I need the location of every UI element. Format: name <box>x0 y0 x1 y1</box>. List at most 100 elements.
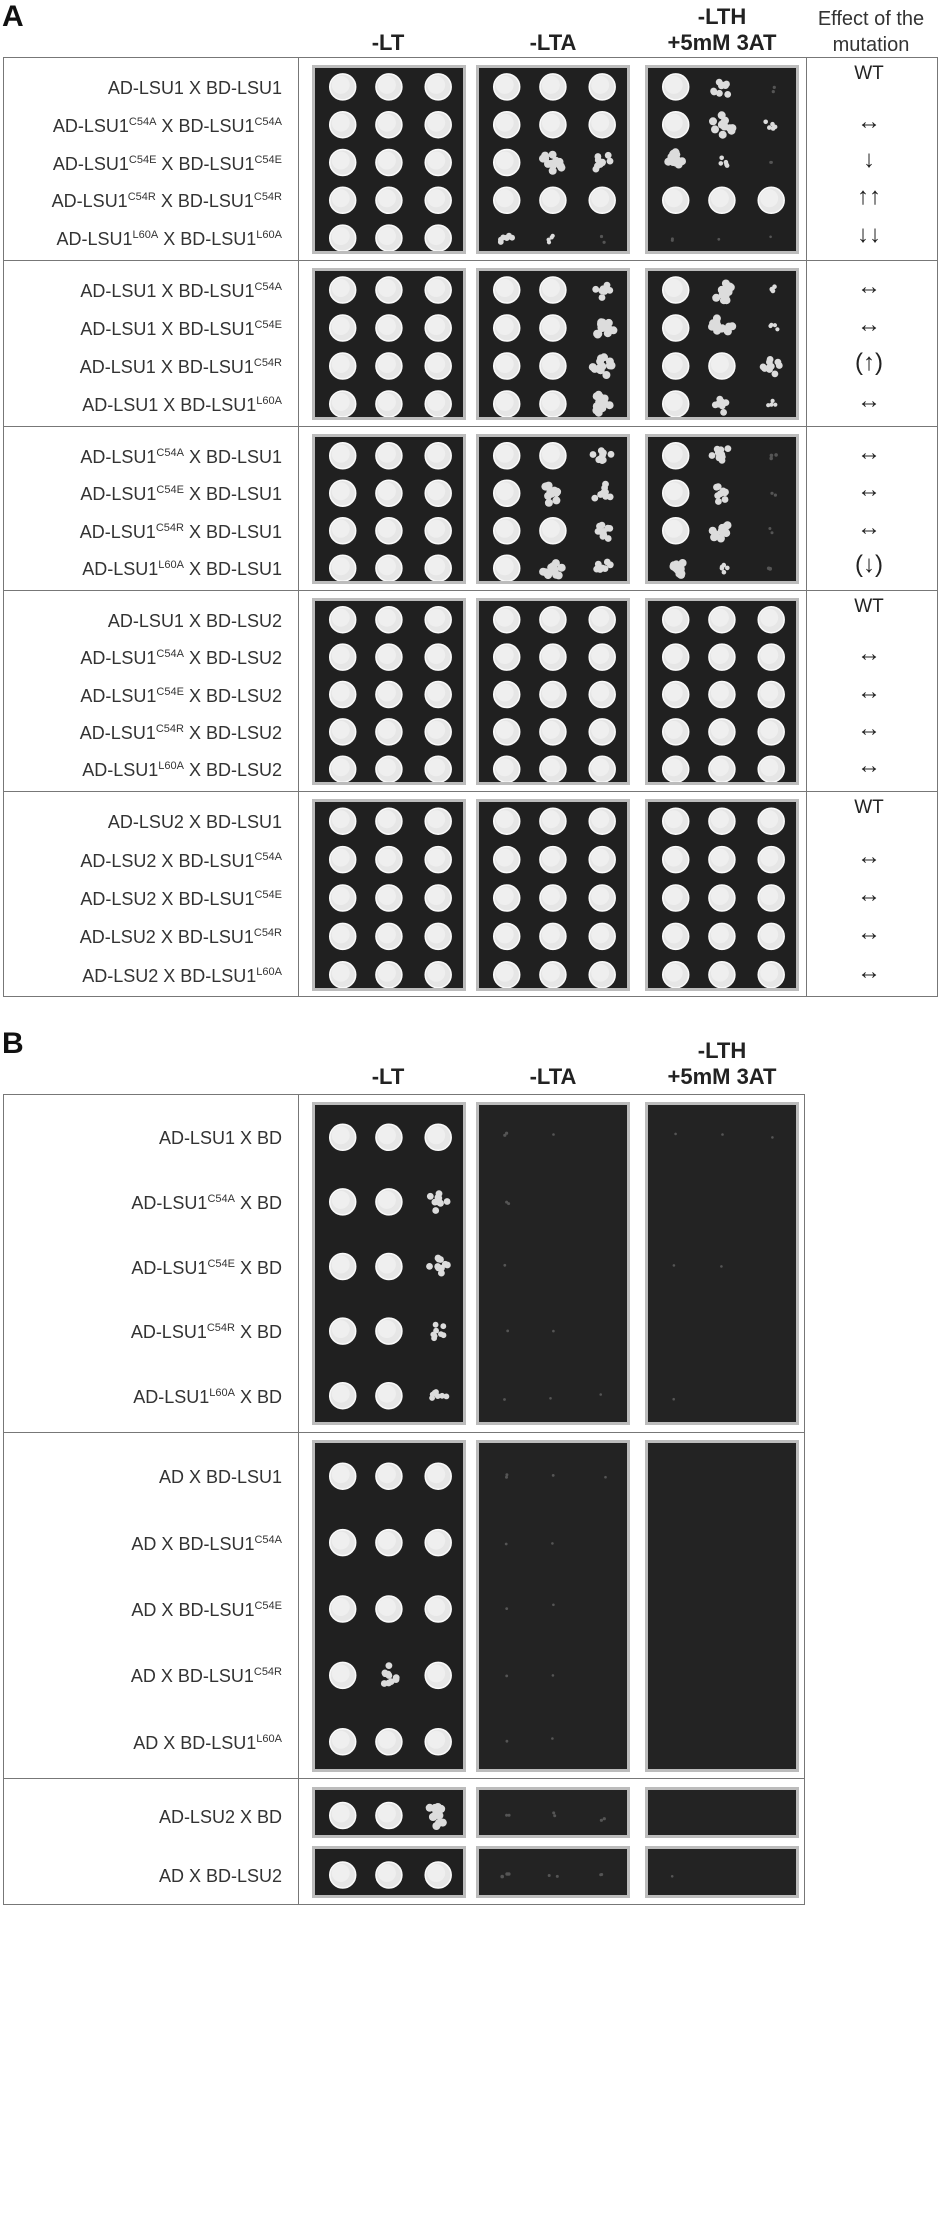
cross-symbol: X <box>158 1732 181 1753</box>
colony-spot <box>375 276 403 304</box>
colony-spot <box>708 884 736 912</box>
colony-spot <box>770 491 777 497</box>
strain-label: AD X BD-LSU2 <box>159 1862 282 1886</box>
colony-spot <box>492 554 521 581</box>
colony-spot <box>492 314 521 342</box>
colony-spot <box>604 1475 607 1479</box>
colony-spot <box>503 1131 509 1137</box>
colony-spot <box>492 517 521 545</box>
colony-spot <box>424 884 452 912</box>
strain-label: AD-LSU1C54A X BD-LSU1 <box>80 443 282 467</box>
agar-plate-b4-col2 <box>476 1846 630 1898</box>
bd-construct: BD-LSU2 <box>205 610 282 631</box>
ad-construct: AD-LSU2 <box>80 850 157 871</box>
colony-spot <box>328 1728 357 1756</box>
column-divider <box>806 57 807 997</box>
colony-spot <box>328 643 357 671</box>
agar-plate-a5-col1 <box>312 799 466 991</box>
colony-spot <box>661 390 690 417</box>
strain-label: AD-LSU1 X BD-LSU2 <box>108 607 282 631</box>
colony-spot <box>539 352 567 380</box>
colony-spot <box>592 151 614 173</box>
colony-spot <box>757 605 785 634</box>
colony-spot <box>661 755 690 782</box>
colony-spot <box>375 605 403 634</box>
col-header-line: +5mM 3AT <box>667 30 777 55</box>
panel-letter-a: A <box>2 0 24 33</box>
colony-spot <box>375 1728 403 1756</box>
ad-construct: AD-LSU1 <box>52 115 129 136</box>
strain-label: AD-LSU1 X BD <box>159 1124 282 1148</box>
agar-plate-a5-col2 <box>476 799 630 991</box>
bd-mutation: C54R <box>253 1666 282 1679</box>
column-divider <box>298 1094 299 1905</box>
colony-spot <box>661 605 690 634</box>
mutation-effect: ↔ <box>857 640 881 668</box>
colony-spot <box>661 186 690 215</box>
agar-plate-b1-col3 <box>645 1102 799 1425</box>
colony-spot <box>719 562 730 575</box>
colony-spot <box>599 234 606 244</box>
colony-spot <box>661 276 690 304</box>
plate-spots <box>661 276 783 417</box>
agar-plate-b4-col1 <box>312 1846 466 1898</box>
strain-label: AD-LSU1C54E X BD <box>131 1254 282 1278</box>
plate-spots <box>661 442 778 579</box>
group-divider <box>3 426 938 427</box>
cross-symbol: X <box>183 812 206 833</box>
cross-symbol: X <box>158 965 181 986</box>
colony-spot <box>551 1737 554 1740</box>
colony-spot <box>424 224 452 251</box>
colony-spot <box>669 559 687 579</box>
colony-spot <box>710 78 732 98</box>
colony-spot <box>328 224 357 251</box>
colony-spot <box>328 352 357 380</box>
colony-spot <box>375 718 403 746</box>
colony-spot <box>592 281 614 301</box>
colony-spot <box>328 884 357 912</box>
agar-plate-a2-col3 <box>645 268 799 420</box>
agar-plate-a4-col1 <box>312 598 466 785</box>
ad-construct: AD-LSU1 <box>82 395 159 415</box>
colony-spot <box>375 1188 403 1216</box>
colony-spot <box>539 73 567 101</box>
bd-construct: BD-LSU2 <box>205 685 282 706</box>
plate-spots <box>328 1801 447 1830</box>
plate-spots <box>328 276 452 417</box>
colony-spot <box>375 73 403 101</box>
strain-label: AD-LSU1C54A X BD <box>131 1189 282 1213</box>
strain-label: AD-LSU2 X BD-LSU1L60A <box>82 962 282 986</box>
ad-construct: AD <box>158 1866 184 1886</box>
colony-spot <box>588 718 616 746</box>
colony-spot <box>771 85 776 94</box>
panel-letter-b: B <box>2 1027 24 1060</box>
strain-label: AD-LSU1C54R X BD-LSU1C54R <box>52 187 282 211</box>
ad-construct: AD-LSU1 <box>80 281 157 301</box>
cross-symbol: X <box>158 229 181 250</box>
strain-label: AD-LSU1C54E X BD-LSU2 <box>80 682 282 706</box>
colony-spot <box>661 352 690 380</box>
colony-spot <box>492 186 521 215</box>
colony-spot <box>708 314 737 336</box>
colony-spot <box>505 1813 511 1817</box>
cross-symbol: X <box>183 1866 206 1886</box>
strain-label: AD-LSU1C54A X BD-LSU1C54A <box>53 112 282 136</box>
colony-spot <box>661 517 690 545</box>
colony-spot <box>766 566 772 571</box>
colony-spot <box>539 922 567 951</box>
colony-spot <box>661 718 690 746</box>
bd-construct: BD-LSU1 <box>178 1600 255 1620</box>
ad-mutation: L60A <box>158 559 184 572</box>
colony-spot <box>503 1398 506 1401</box>
ad-construct: AD-LSU1 <box>80 484 157 505</box>
colony-spot <box>375 1528 403 1557</box>
bd-mutation: L60A <box>256 229 282 242</box>
ad-construct: AD-LSU1 <box>158 1128 235 1149</box>
ad-construct: AD-LSU1 <box>79 521 156 542</box>
colony-spot <box>763 119 778 131</box>
colony-spot <box>328 1123 357 1152</box>
colony-spot <box>375 807 403 835</box>
colony-spot <box>661 442 690 470</box>
ad-construct: AD-LSU1 <box>79 357 156 377</box>
agar-plate-a3-col3 <box>645 434 799 584</box>
